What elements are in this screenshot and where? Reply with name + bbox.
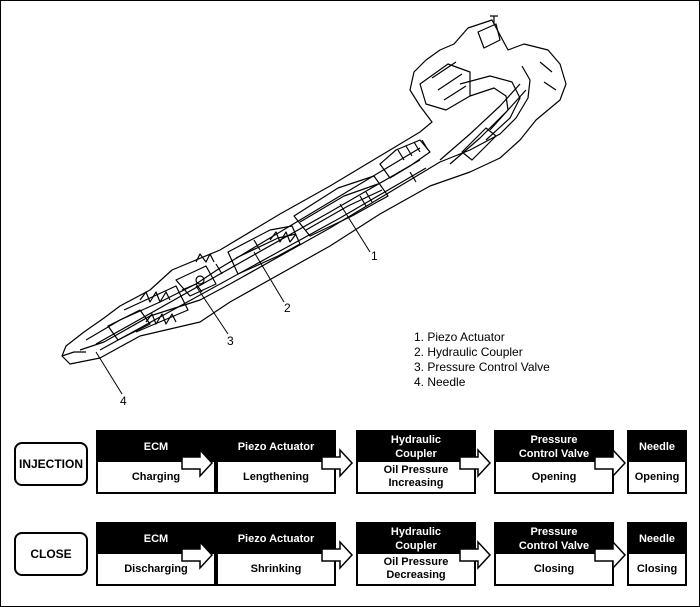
step-state: Discharging bbox=[124, 562, 188, 575]
step-component: Needle bbox=[629, 524, 685, 554]
close-step-needle: Needle Closing bbox=[627, 522, 687, 586]
callout-3: 3 bbox=[227, 334, 234, 348]
step-component: Hydraulic Coupler bbox=[358, 432, 474, 462]
step-component: Pressure Control Valve bbox=[496, 432, 612, 462]
callout-1: 1 bbox=[371, 249, 378, 263]
callout-4: 4 bbox=[120, 394, 127, 408]
arrow-right-icon bbox=[594, 540, 627, 570]
arrow-right-icon bbox=[594, 448, 627, 478]
arrow-right-icon bbox=[321, 540, 354, 570]
step-state: Closing bbox=[636, 562, 678, 575]
step-state: Lengthening bbox=[243, 470, 309, 483]
close-label: CLOSE bbox=[14, 532, 88, 576]
arrow-right-icon bbox=[181, 540, 214, 570]
injection-step-piezo-actuator: Piezo Actuator Lengthening bbox=[216, 430, 336, 494]
step-state: Shrinking bbox=[250, 562, 302, 575]
parts-legend: 1. Piezo Actuator 2. Hydraulic Coupler 3… bbox=[414, 330, 550, 390]
step-state: Oil Pressure Decreasing bbox=[383, 556, 449, 581]
callout-2: 2 bbox=[284, 301, 291, 315]
injection-step-needle: Needle Opening bbox=[627, 430, 687, 494]
step-component: Hydraulic Coupler bbox=[358, 524, 474, 554]
step-state: Opening bbox=[531, 470, 577, 483]
close-step-pressure-control-valve: Pressure Control Valve Closing bbox=[494, 522, 614, 586]
legend-item-needle: 4. Needle bbox=[414, 375, 466, 389]
injector-cross-section bbox=[61, 15, 567, 395]
arrow-right-icon bbox=[459, 448, 492, 478]
legend-item-piezo-actuator: 1. Piezo Actuator bbox=[414, 330, 505, 344]
injection-label: INJECTION bbox=[14, 442, 88, 486]
step-component: Piezo Actuator bbox=[218, 432, 334, 462]
arrow-right-icon bbox=[459, 540, 492, 570]
injection-step-hydraulic-coupler: Hydraulic Coupler Oil Pressure Increasin… bbox=[356, 430, 476, 494]
step-state: Charging bbox=[131, 470, 181, 483]
legend-item-pressure-control-valve: 3. Pressure Control Valve bbox=[414, 360, 550, 374]
legend-item-hydraulic-coupler: 2. Hydraulic Coupler bbox=[414, 345, 523, 359]
close-step-hydraulic-coupler: Hydraulic Coupler Oil Pressure Decreasin… bbox=[356, 522, 476, 586]
step-state: Closing bbox=[533, 562, 575, 575]
step-component: Needle bbox=[629, 432, 685, 462]
arrow-right-icon bbox=[181, 448, 214, 478]
step-component: Piezo Actuator bbox=[218, 524, 334, 554]
step-state: Opening bbox=[634, 470, 680, 483]
close-step-piezo-actuator: Piezo Actuator Shrinking bbox=[216, 522, 336, 586]
step-state: Oil Pressure Increasing bbox=[383, 464, 449, 489]
injection-step-pressure-control-valve: Pressure Control Valve Opening bbox=[494, 430, 614, 494]
arrow-right-icon bbox=[321, 448, 354, 478]
step-component: Pressure Control Valve bbox=[496, 524, 612, 554]
